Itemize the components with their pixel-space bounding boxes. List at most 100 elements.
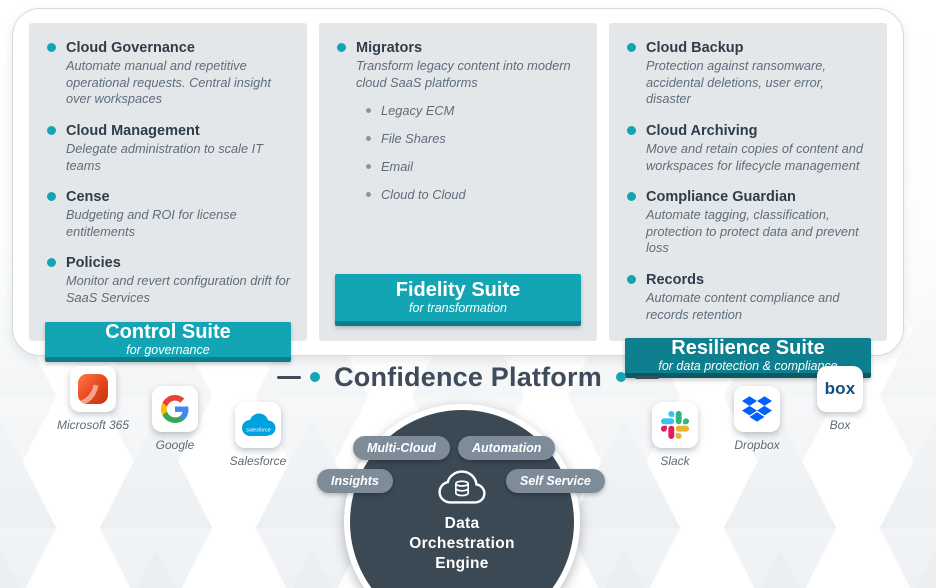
- bullet-icon: [337, 43, 346, 52]
- item-desc: Automate manual and repetitive operation…: [66, 58, 271, 107]
- connector-google: Google: [127, 386, 223, 452]
- microsoft365-icon: [78, 374, 108, 404]
- right-line: [634, 375, 659, 379]
- sub-bullet-icon: [366, 108, 371, 114]
- connector-label: Box: [829, 418, 851, 432]
- connector-label: Google: [155, 438, 195, 452]
- item-desc: Automate content compliance and records …: [646, 290, 840, 322]
- google-icon: [161, 395, 189, 423]
- connector-label: Salesforce: [229, 454, 287, 468]
- list-item: Cloud Archiving Move and retain copies o…: [627, 123, 871, 174]
- dropbox-icon: [742, 396, 772, 422]
- salesforce-logo-text: salesforce: [246, 428, 271, 434]
- bullet-icon: [47, 125, 56, 135]
- sublist-item: Cloud to Cloud: [366, 187, 581, 202]
- connector-microsoft365: Microsoft 365: [45, 366, 141, 432]
- list-item: Migrators Transform legacy content into …: [337, 40, 581, 202]
- cloud-database-icon: [438, 470, 486, 504]
- slack-logo-tile[interactable]: [652, 402, 698, 448]
- sublist-item: File Shares: [366, 131, 581, 146]
- suite-tagline: for governance: [126, 342, 210, 357]
- suite-tagline: for data protection & compliance: [658, 359, 838, 374]
- list-item: Cloud Governance Automate manual and rep…: [47, 40, 291, 108]
- fidelity-items: Migrators Transform legacy content into …: [319, 23, 597, 217]
- sub-bullet-icon: [366, 164, 371, 170]
- item-title: Cloud Management: [66, 122, 200, 139]
- sublist-item-label: Legacy ECM: [381, 103, 455, 119]
- bullet-icon: [47, 258, 56, 268]
- left-dot-icon: [310, 372, 321, 382]
- item-desc: Protection against ransomware, accidenta…: [646, 58, 826, 107]
- connector-label: Microsoft 365: [56, 418, 130, 432]
- data-orchestration-engine: Data Orchestration Engine: [344, 404, 580, 588]
- item-desc: Monitor and revert configuration drift f…: [66, 273, 291, 305]
- item-desc: Budgeting and ROI for license entitlemen…: [66, 207, 237, 239]
- platform-title-row: Confidence Platform: [0, 358, 936, 396]
- bullet-icon: [627, 192, 636, 202]
- microsoft365-logo-tile[interactable]: [70, 366, 116, 412]
- sub-bullet-icon: [366, 192, 371, 198]
- sublist-item: Legacy ECM: [366, 103, 581, 118]
- right-dot-icon: [615, 372, 626, 382]
- sub-bullet-icon: [366, 136, 371, 142]
- item-title: Policies: [66, 255, 121, 272]
- connector-label: Dropbox: [734, 438, 780, 452]
- salesforce-logo-tile[interactable]: salesforce: [235, 402, 281, 448]
- sublist-item-label: File Shares: [381, 131, 446, 147]
- connector-dropbox: Dropbox: [709, 386, 805, 452]
- item-title: Cense: [66, 189, 110, 206]
- bullet-icon: [627, 125, 636, 135]
- item-title: Cloud Governance: [66, 40, 195, 56]
- list-item: Cloud Management Delegate administration…: [47, 123, 291, 174]
- connector-slack: Slack: [627, 402, 723, 468]
- badge-self-service: Self Service: [506, 469, 605, 493]
- bullet-icon: [627, 43, 636, 52]
- control-suite-banner[interactable]: Control Suite for governance: [45, 320, 291, 362]
- suite-name: Fidelity Suite: [395, 279, 521, 301]
- migrators-sublist: Legacy ECM File Shares Email Cloud to Cl…: [366, 103, 581, 202]
- bullet-icon: [627, 275, 636, 284]
- suite-name: Control Suite: [105, 320, 231, 343]
- sublist-item-label: Email: [381, 159, 413, 175]
- item-desc: Delegate administration to scale IT team…: [66, 140, 264, 173]
- list-item: Cloud Backup Protection against ransomwa…: [627, 40, 871, 108]
- badge-insights: Insights: [317, 469, 393, 493]
- item-title: Cloud Archiving: [646, 122, 758, 139]
- bullet-icon: [47, 192, 56, 202]
- box-logo-tile[interactable]: box: [817, 366, 863, 412]
- engine-title: Data Orchestration Engine: [409, 515, 515, 573]
- suite-tagline: for transformation: [409, 301, 507, 315]
- sublist-item-label: Cloud to Cloud: [381, 187, 466, 203]
- platform-title: Confidence Platform: [334, 361, 602, 392]
- badge-multi-cloud: Multi-Cloud: [353, 436, 450, 460]
- dropbox-logo-tile[interactable]: [734, 386, 780, 432]
- item-title: Cloud Backup: [646, 40, 744, 56]
- item-title: Records: [646, 272, 705, 288]
- column-resilience: Cloud Backup Protection against ransomwa…: [609, 23, 887, 379]
- suite-name: Resilience Suite: [671, 337, 825, 360]
- column-control: Cloud Governance Automate manual and rep…: [29, 23, 307, 362]
- list-item: Policies Monitor and revert configuratio…: [47, 255, 291, 306]
- control-items: Cloud Governance Automate manual and rep…: [29, 23, 307, 322]
- fidelity-suite-banner[interactable]: Fidelity Suite for transformation: [335, 274, 581, 326]
- resilience-suite-banner[interactable]: Resilience Suite for data protection & c…: [625, 337, 871, 379]
- item-desc: Move and retain copies of content and wo…: [646, 140, 863, 173]
- item-title: Compliance Guardian: [646, 189, 796, 206]
- list-item: Records Automate content compliance and …: [627, 272, 871, 323]
- sublist-item: Email: [366, 159, 581, 174]
- left-line: [277, 375, 302, 379]
- slack-icon: [661, 411, 689, 439]
- connector-label: Slack: [660, 454, 690, 468]
- box-icon: box: [824, 379, 856, 398]
- column-fidelity: Migrators Transform legacy content into …: [319, 23, 597, 341]
- resilience-items: Cloud Backup Protection against ransomwa…: [609, 23, 887, 338]
- badge-automation: Automation: [458, 436, 556, 460]
- bullet-icon: [47, 43, 56, 52]
- item-desc: Transform legacy content into modern clo…: [356, 58, 571, 90]
- item-title: Migrators: [356, 40, 423, 56]
- salesforce-icon: salesforce: [242, 413, 276, 436]
- platform-box: Cloud Governance Automate manual and rep…: [12, 8, 904, 379]
- google-logo-tile[interactable]: [152, 386, 198, 432]
- list-item: Cense Budgeting and ROI for license enti…: [47, 189, 291, 240]
